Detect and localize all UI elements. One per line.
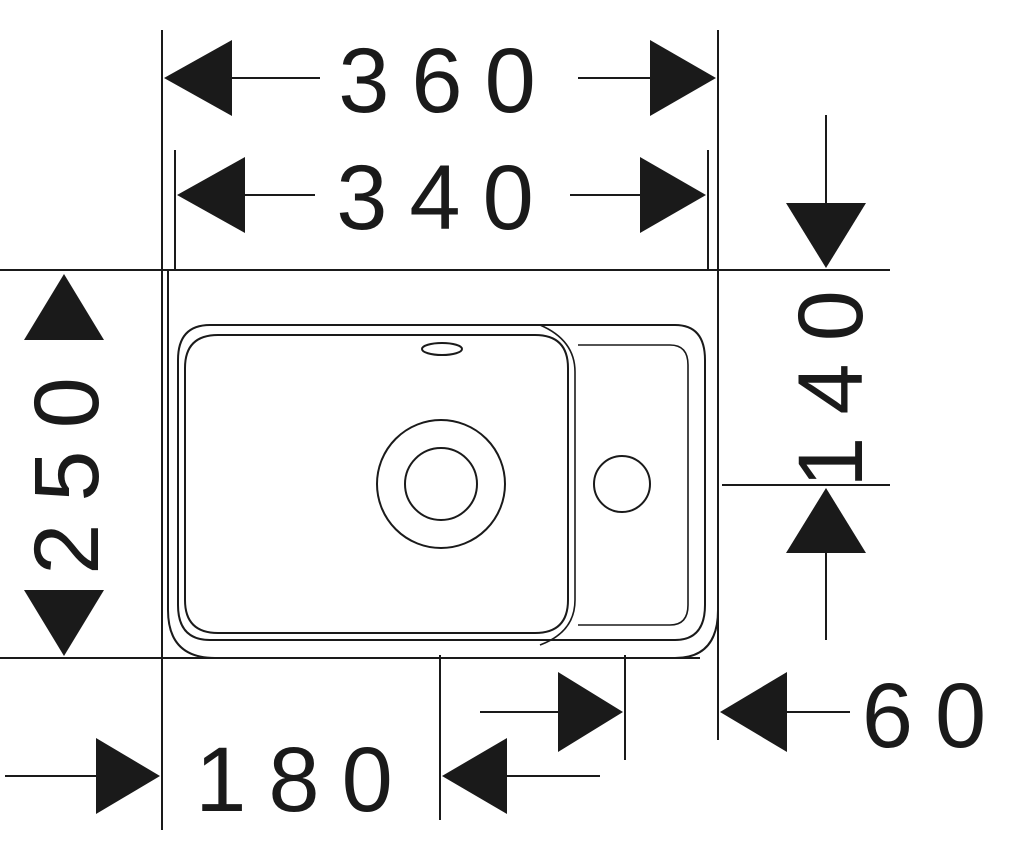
dimension-label-250: 250 (16, 355, 118, 575)
main-basin (184, 324, 689, 646)
arrow-right-icon (640, 157, 706, 233)
arrow-left-icon (720, 672, 787, 752)
dimension-60: 60 (480, 665, 1008, 767)
arrow-up-icon (24, 274, 104, 340)
dimension-340: 340 (177, 147, 706, 249)
tap-hole-icon (593, 455, 651, 513)
dimension-label-360: 360 (338, 30, 558, 132)
dimension-250: 250 (16, 274, 118, 656)
arrow-right-icon (650, 40, 716, 116)
arrow-right-icon (96, 738, 160, 814)
drain-icon (376, 419, 506, 549)
arrow-left-icon (177, 157, 245, 233)
dimension-label-340: 340 (336, 147, 556, 249)
dimension-140: 140 (780, 115, 882, 640)
dimension-360: 360 (164, 30, 716, 132)
dimension-label-140: 140 (780, 268, 882, 488)
arrow-up-icon (786, 488, 866, 553)
overflow-icon (421, 342, 463, 356)
sink-body (167, 270, 719, 659)
arrow-left-icon (442, 738, 507, 814)
dimension-180: 180 (5, 729, 600, 831)
dimension-label-60: 60 (862, 665, 1008, 767)
dimension-label-180: 180 (195, 729, 415, 831)
arrow-right-icon (558, 672, 623, 752)
arrow-left-icon (164, 40, 232, 116)
arrow-down-icon (24, 590, 104, 656)
arrow-down-icon (786, 203, 866, 268)
